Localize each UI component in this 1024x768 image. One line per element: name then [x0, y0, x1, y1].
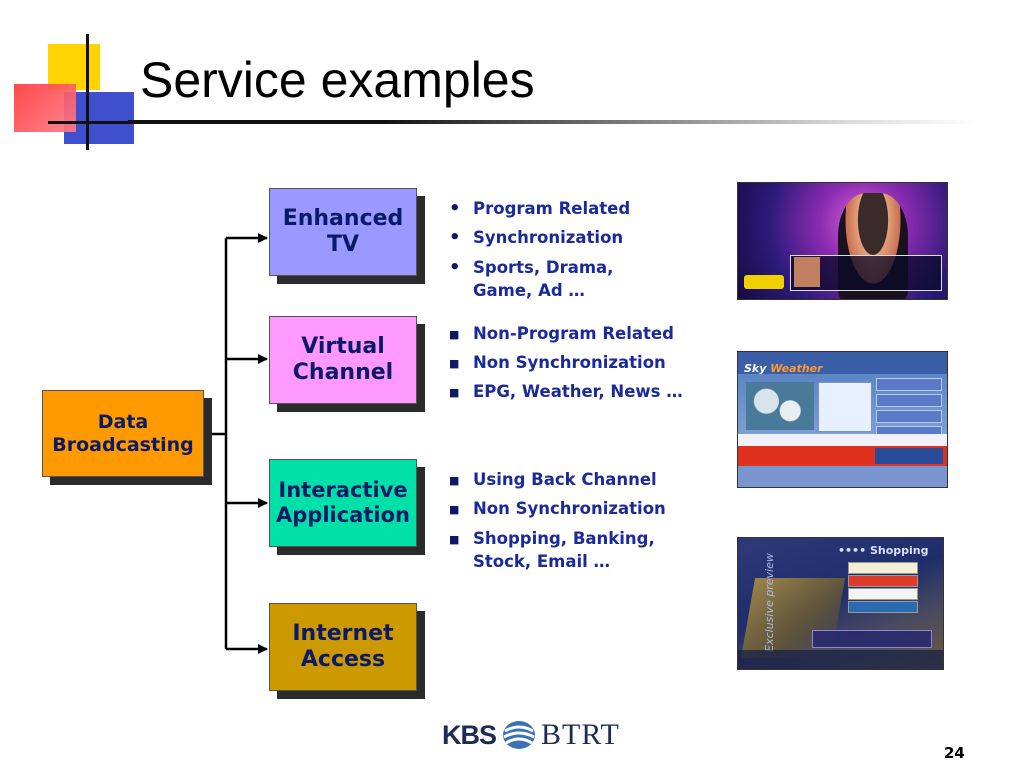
page-title: Service examples: [140, 52, 535, 108]
channel-logo: [744, 275, 784, 289]
list-item: ■ Non Synchronization: [447, 498, 707, 520]
list-item: ■ Using Back Channel: [447, 469, 707, 491]
region-button: [876, 394, 942, 407]
enhanced-tv-screenshot: [737, 182, 948, 300]
bullet-text: Non Synchronization: [473, 353, 666, 372]
bullet-square-icon: ■: [449, 474, 460, 487]
satellite-map: [746, 382, 814, 430]
list-item: • Synchronization: [447, 227, 707, 249]
title-deco-horizontal-line: [48, 121, 128, 124]
weather-header: [738, 352, 947, 374]
bullet-text: Sports, Drama, Game, Ad …: [473, 258, 614, 300]
shopping-heading: •••• Shopping: [838, 544, 929, 557]
bullet-square-icon: ■: [449, 357, 460, 370]
bullet-dot-icon: •: [449, 198, 461, 219]
box-label-line2: Channel: [292, 360, 394, 385]
shopping-screenshot: Exclusive preview •••• Shopping: [737, 537, 944, 670]
box-label-line2: Broadcasting: [52, 433, 194, 456]
list-item: ■ EPG, Weather, News …: [447, 381, 727, 403]
title-deco-yellow-square: [48, 44, 100, 90]
bullet-square-icon: ■: [449, 328, 460, 341]
kbs-logo-text: KBS: [442, 719, 497, 750]
box-label-line2: Access: [300, 647, 386, 672]
interactive-application-bullet-list: ■ Using Back Channel ■ Non Synchronization…: [447, 469, 707, 580]
list-item: • Program Related: [447, 198, 707, 220]
interactive-application-box: Interactive Application: [269, 459, 417, 547]
weather-ticker: [738, 434, 947, 446]
enhanced-tv-bullet-list: • Program Related • Synchronization • Sport…: [447, 198, 707, 309]
list-item: • Sports, Drama, Game, Ad …: [447, 256, 707, 302]
title-deco-red-square: [14, 84, 76, 132]
shop-row: [848, 601, 918, 613]
kbs-globe-icon: [503, 721, 536, 749]
bullet-text: Program Related: [473, 199, 631, 218]
weather-info-cell: [818, 382, 872, 432]
weather-footer: [738, 466, 947, 487]
box-label-line2: Application: [276, 503, 410, 527]
list-item: ■ Non Synchronization: [447, 352, 727, 374]
bullet-dot-icon: •: [449, 227, 461, 248]
kbs-btrt-logo: KBS BTRT: [442, 718, 620, 752]
box-label-line1: Data: [97, 410, 149, 433]
ad-banner: [738, 446, 947, 466]
box-label-line2: TV: [326, 232, 360, 257]
btrt-logo-text: BTRT: [541, 718, 620, 751]
page-number: 24: [944, 744, 965, 762]
title-deco-vertical-line: [86, 34, 89, 150]
internet-access-box: Internet Access: [269, 603, 417, 691]
bullet-text: Shopping, Banking, Stock, Email …: [473, 529, 655, 571]
bullet-dot-icon: •: [449, 257, 461, 278]
enhanced-tv-box: Enhanced TV: [269, 188, 417, 276]
data-broadcasting-box: Data Broadcasting: [42, 390, 204, 477]
bullet-square-icon: ■: [449, 386, 460, 399]
bullet-text: Non-Program Related: [473, 324, 674, 343]
bullet-square-icon: ■: [449, 503, 460, 516]
ad-logo: [875, 448, 943, 464]
bullet-text: Using Back Channel: [473, 470, 657, 489]
vertical-caption: Exclusive preview: [762, 553, 776, 652]
bullet-text: EPG, Weather, News …: [473, 382, 683, 401]
shop-row: [848, 562, 918, 574]
box-label-line1: Enhanced: [282, 205, 404, 231]
bullet-square-icon: ■: [449, 533, 460, 546]
promo-banner: [812, 630, 932, 648]
list-item: ■ Shopping, Banking, Stock, Email …: [447, 527, 707, 573]
bullet-text: Non Synchronization: [473, 499, 666, 518]
box-label-line1: Internet: [292, 620, 394, 646]
info-thumbnail: [794, 257, 820, 287]
box-label-line1: Virtual: [301, 333, 385, 359]
virtual-channel-bullet-list: ■ Non-Program Related ■ Non Synchronizatio…: [447, 323, 727, 410]
region-button: [876, 410, 942, 423]
box-label-line1: Interactive: [278, 477, 408, 502]
shopping-footer: [738, 650, 943, 669]
shop-row: [848, 588, 918, 600]
bullet-text: Synchronization: [473, 228, 624, 247]
shop-row: [848, 575, 918, 587]
weather-channel-screenshot: Sky Weather: [737, 351, 948, 488]
weather-brand-logo: Sky Weather: [744, 362, 823, 375]
virtual-channel-box: Virtual Channel: [269, 316, 417, 404]
list-item: ■ Non-Program Related: [447, 323, 727, 345]
region-button: [876, 378, 942, 391]
title-underline: [128, 120, 978, 124]
